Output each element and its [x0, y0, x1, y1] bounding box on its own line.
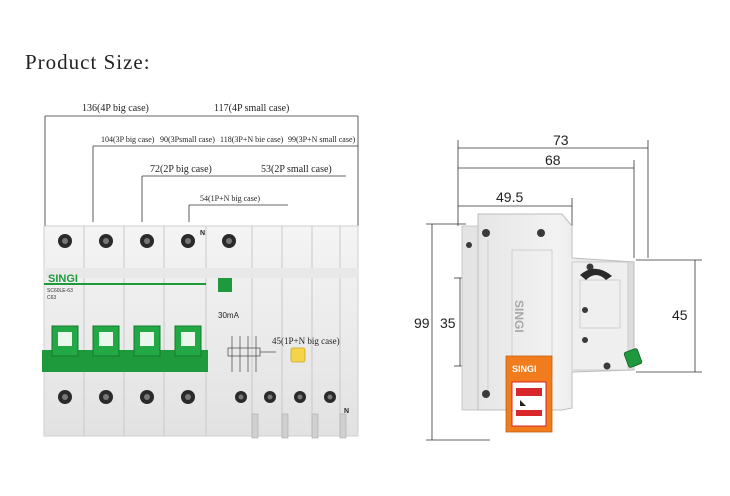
- dim-73-label: 73: [553, 132, 569, 148]
- dim-90-label: 90(3Psmall case): [160, 135, 215, 144]
- front-dimension-lines: [44, 115, 359, 228]
- model-label: SC60LE-63: [47, 288, 73, 294]
- front-breaker: SINGI SC60LE-63 C63 30mA N: [42, 225, 359, 439]
- dim-45-label: 45(1P+N big case): [272, 336, 340, 346]
- terminal-n-bottom: N: [344, 408, 349, 415]
- dim-54-label: 54(1P+N big case): [200, 194, 260, 203]
- connector-pins: [251, 413, 347, 439]
- rating-label: C63: [47, 295, 56, 301]
- brand-logo-front: SINGI: [48, 273, 78, 285]
- dim-99-label: 99(3P+N small case): [288, 135, 356, 144]
- top-terminal-screws: [58, 234, 236, 248]
- dim-117-label: 117(4P small case): [214, 103, 289, 114]
- dim-72-label: 72(2P big case): [150, 164, 212, 175]
- dim-136-label: 136(4P big case): [82, 103, 149, 114]
- page-title: Product Size:: [25, 50, 151, 74]
- dim-53-label: 53(2P small case): [261, 164, 332, 175]
- sensitivity-label: 30mA: [218, 311, 240, 320]
- rcd-schematic: [227, 336, 276, 372]
- bottom-terminal-screws: [58, 390, 336, 404]
- dim-99-height-label: 99: [414, 315, 430, 331]
- dim-45-height-label: 45: [672, 307, 688, 323]
- toggle-levers: [42, 325, 208, 372]
- terminal-n-top: N: [200, 230, 205, 237]
- brand-tag-label: SINGI: [512, 364, 537, 374]
- dim-104-label: 104(3P big case): [101, 135, 155, 144]
- test-button: [290, 347, 306, 363]
- brand-side-vertical: SINGI: [512, 300, 526, 333]
- dim-35-height-label: 35: [440, 315, 456, 331]
- dim-49-5-label: 49.5: [496, 189, 523, 205]
- side-breaker: SINGI SINGI: [461, 213, 643, 433]
- dim-68-label: 68: [545, 152, 561, 168]
- dim-118-label: 118(3P+N bie case): [220, 135, 284, 144]
